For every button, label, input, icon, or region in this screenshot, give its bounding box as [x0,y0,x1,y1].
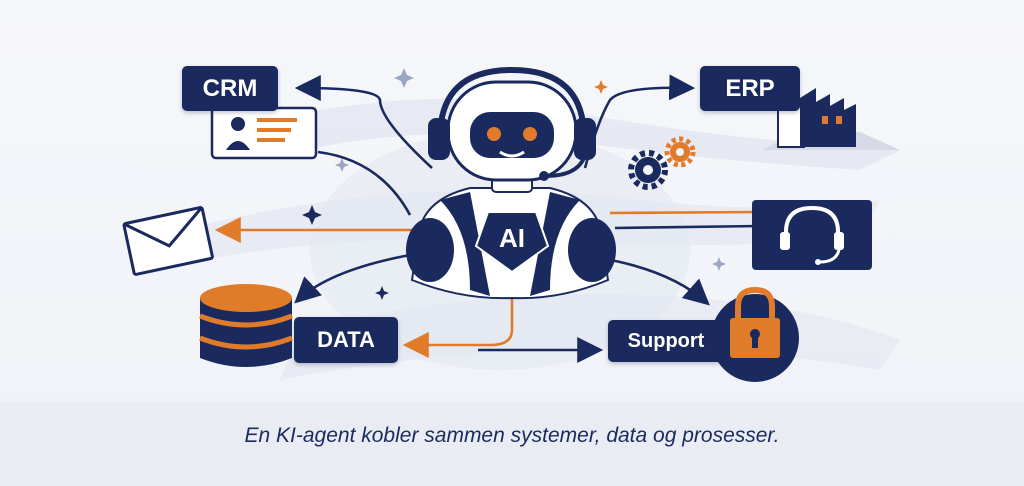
arrow-from-headset [614,224,761,230]
connector-arrows [214,74,761,363]
database-icon [199,284,293,367]
node-support-label: Support [627,329,705,352]
headset-icon [752,200,872,270]
padlock-icon [711,286,799,382]
node-erp-label: ERP [725,74,775,102]
node-support: Support [608,320,724,362]
arrow-from-crm-card [317,150,412,216]
robot-chest-label: AI [499,223,525,253]
robot-headset-icon [406,66,616,300]
floor-band [0,402,1024,486]
node-erp: ERP [700,66,800,111]
node-data-label: DATA [317,327,375,352]
envelope-icon [122,206,214,276]
node-crm-label: CRM [202,74,258,102]
node-crm: CRM [182,66,278,111]
node-data: DATA [294,317,398,363]
caption: En KI-agent kobler sammen systemer, data… [244,424,780,447]
gear-icon [628,136,696,190]
factory-icon [762,88,900,150]
arrow-to-database [294,253,411,304]
arrow-orange-loop [402,290,514,358]
arrow-to-crm [294,75,433,169]
sparkle-icon [302,68,726,300]
id-card-icon [210,106,318,160]
arrow-to-headset [609,210,761,215]
